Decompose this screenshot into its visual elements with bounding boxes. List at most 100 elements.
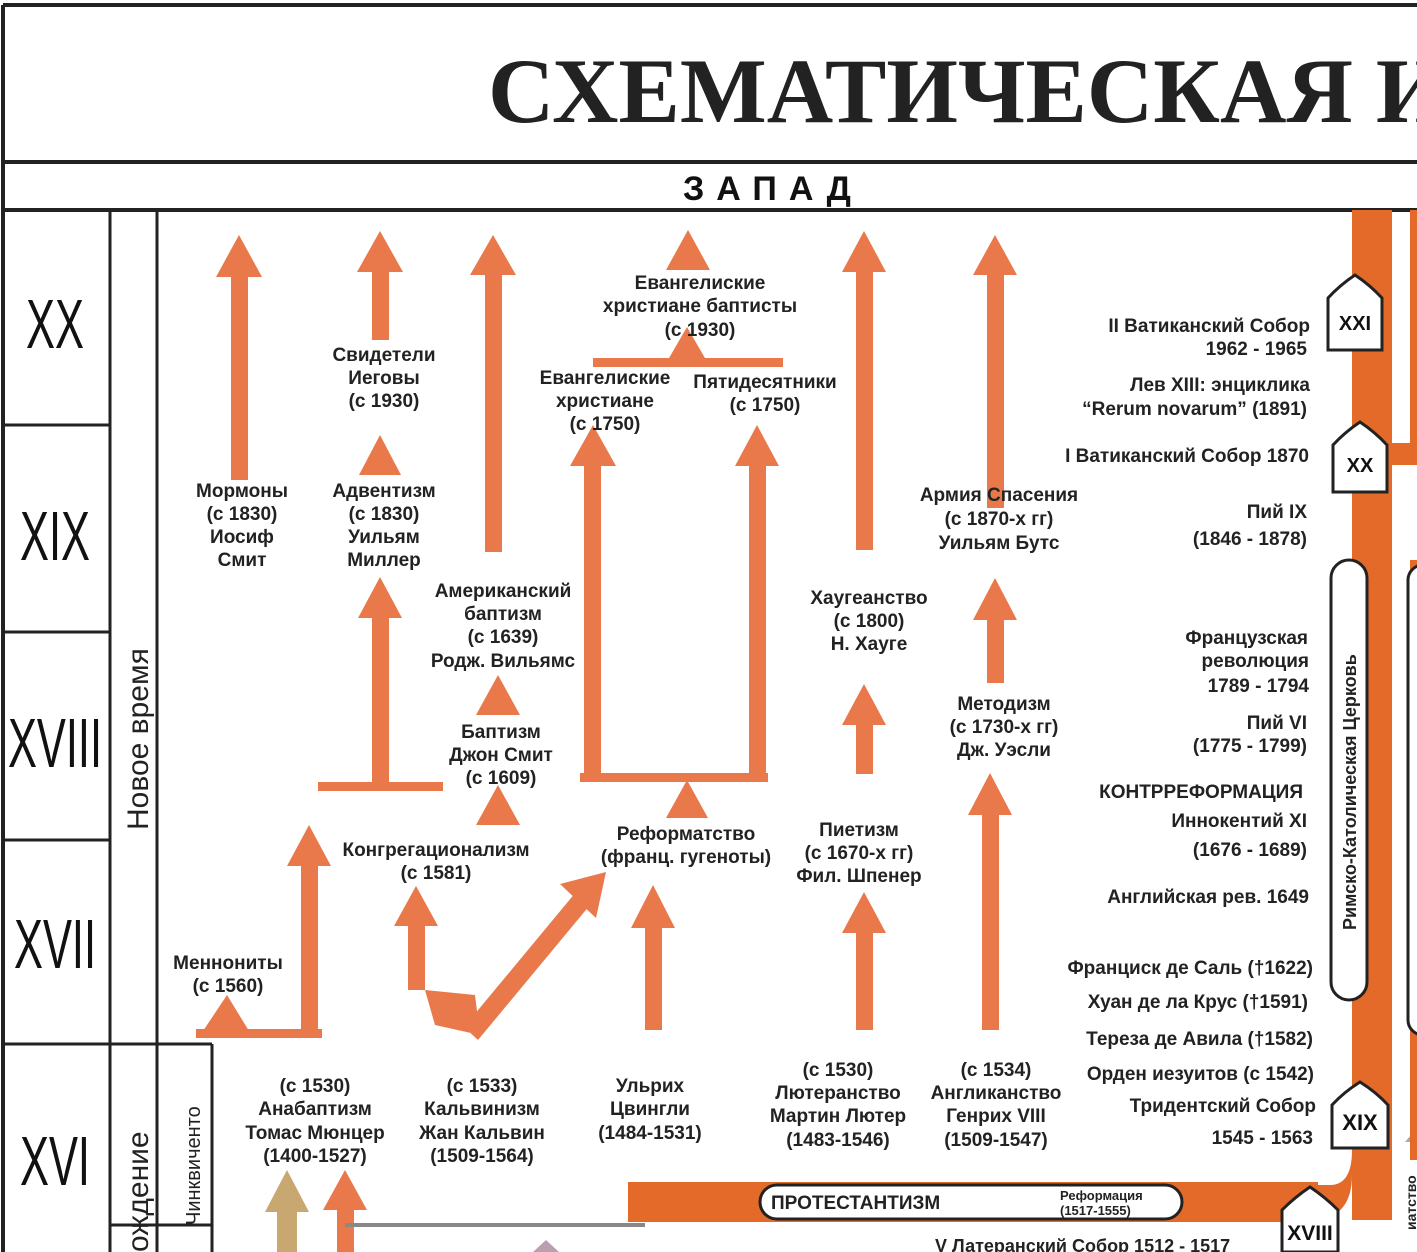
century-labels: XX XIX XVIII XVII XVI — [8, 285, 102, 1200]
bottom-arrows — [265, 1128, 1417, 1252]
label-pietism: Пиетизм (с 1670-х гг) Фил. Шпенер — [796, 820, 921, 887]
century-xviii: XVIII — [8, 704, 102, 782]
event-trent: Тридентский Собор — [1130, 1096, 1316, 1117]
event-jesuits: Орден иезуитов (с 1542) — [1087, 1064, 1314, 1085]
svg-text:Американский: Американский — [435, 581, 572, 602]
svg-text:(1483-1546): (1483-1546) — [786, 1130, 890, 1151]
svg-text:Джон Смит: Джон Смит — [449, 745, 553, 766]
svg-text:Уильям Бутс: Уильям Бутс — [939, 533, 1060, 554]
event-rerum-novarum: “Rerum novarum” (1891) — [1082, 399, 1307, 420]
label-methodism: Методизм (с 1730-х гг) Дж. Уэсли — [950, 694, 1059, 761]
svg-text:(1400-1527): (1400-1527) — [263, 1146, 367, 1167]
era-renaissance: ождение — [122, 1131, 155, 1252]
label-zwingli: Ульрих Цвингли (1484-1531) — [598, 1076, 702, 1144]
svg-text:Адвентизм: Адвентизм — [332, 481, 435, 502]
label-adventism: Адвентизм (с 1830) Уильям Миллер — [332, 481, 435, 571]
svg-text:Меннониты: Меннониты — [173, 953, 283, 974]
page-title: СХЕМАТИЧЕСКАЯ ИС — [488, 40, 1417, 142]
label-ev-baptists: Евангелиские христиане баптисты (с 1930) — [603, 273, 797, 341]
svg-text:(с 1581): (с 1581) — [401, 863, 472, 884]
badge-xxi: XXI — [1326, 273, 1384, 352]
svg-text:(с 1930): (с 1930) — [665, 320, 736, 341]
svg-text:Методизм: Методизм — [957, 694, 1050, 715]
svg-text:(с 1930): (с 1930) — [349, 391, 420, 412]
svg-text:(с 1800): (с 1800) — [834, 611, 905, 632]
label-american-baptism: Американский баптизм (с 1639) Родж. Виль… — [431, 581, 576, 672]
svg-text:(франц. гугеноты): (франц. гугеноты) — [601, 847, 771, 868]
svg-text:Фил. Шпенер: Фил. Шпенер — [796, 866, 921, 887]
svg-text:Пятидесятники: Пятидесятники — [693, 372, 836, 393]
reformation-dates: (1517-1555) — [1060, 1203, 1131, 1218]
svg-text:Мормоны: Мормоны — [196, 481, 288, 502]
svg-text:Конгрегационализм: Конгрегационализм — [342, 840, 529, 861]
label-anabaptism: (с 1530) Анабаптизм Томас Мюнцер (1400-1… — [245, 1076, 384, 1167]
reformation-label: Реформация — [1060, 1188, 1143, 1203]
event-pius-vi: Пий VI — [1247, 713, 1307, 734]
lineage-arrows — [196, 230, 1017, 1040]
label-pentecostals: Пятидесятники (с 1750) — [693, 372, 836, 416]
svg-text:Генрих VIII: Генрих VIII — [946, 1106, 1046, 1127]
svg-text:(с 1560): (с 1560) — [193, 976, 264, 997]
group-labels: Мормоны (с 1830) Иосиф Смит Свидетели Ие… — [173, 273, 1078, 1167]
century-column — [3, 210, 214, 1252]
event-french-rev-dates: 1789 - 1794 — [1208, 676, 1310, 697]
lateran-council: V Латеранский Собор 1512 - 1517 — [935, 1236, 1230, 1252]
svg-text:христиане баптисты: христиане баптисты — [603, 296, 797, 317]
event-vatican-i: I Ватиканский Собор 1870 — [1065, 446, 1309, 467]
right-pill — [1406, 564, 1417, 1036]
event-french-rev-2: революция — [1202, 651, 1309, 672]
event-vatican-ii: II Ватиканский Собор — [1108, 316, 1310, 337]
svg-text:Мартин Лютер: Мартин Лютер — [770, 1106, 906, 1127]
protestantism-label: ПРОТЕСТАНТИЗМ — [771, 1193, 940, 1214]
svg-text:Дж. Уэсли: Дж. Уэсли — [957, 740, 1051, 761]
label-mormons: Мормоны (с 1830) Иосиф Смит — [196, 481, 288, 571]
svg-text:Смит: Смит — [218, 550, 267, 571]
rcc-label: Римско-Католическая Церковь — [1340, 654, 1360, 930]
svg-text:Лютеранство: Лютеранство — [775, 1083, 901, 1104]
event-french-rev: Французская — [1185, 628, 1308, 649]
label-mennonites: Меннониты (с 1560) — [173, 953, 283, 997]
svg-text:(с 1870-х гг): (с 1870-х гг) — [945, 509, 1054, 530]
century-xix: XIX — [20, 497, 90, 575]
label-calvinism: (с 1533) Кальвинизм Жан Кальвин (1509-15… — [418, 1076, 545, 1167]
event-trent-dates: 1545 - 1563 — [1212, 1128, 1313, 1149]
label-reformed: Реформатство (франц. гугеноты) — [601, 824, 771, 868]
svg-text:Реформатство: Реформатство — [617, 824, 755, 845]
badge-xx: XX — [1331, 420, 1389, 494]
svg-text:Баптизм: Баптизм — [461, 722, 541, 743]
label-anglicanism: (с 1534) Англиканство Генрих VIII (1509-… — [931, 1060, 1062, 1151]
svg-text:Цвингли: Цвингли — [610, 1099, 690, 1120]
svg-text:Хаугеанство: Хаугеанство — [810, 588, 927, 609]
century-xx: XX — [26, 285, 84, 363]
svg-text:Кальвинизм: Кальвинизм — [424, 1099, 540, 1120]
svg-text:(с 1639): (с 1639) — [468, 627, 539, 648]
svg-text:Иосиф: Иосиф — [210, 527, 274, 548]
badge-xix: XIX — [1330, 1080, 1390, 1150]
rcc-pill — [1329, 558, 1369, 1002]
svg-text:Анабаптизм: Анабаптизм — [258, 1099, 372, 1120]
event-innocent-xi: Иннокентий XI — [1171, 811, 1307, 832]
svg-text:(с 1830): (с 1830) — [207, 504, 278, 525]
label-lutheranism: (с 1530) Лютеранство Мартин Лютер (1483-… — [770, 1060, 906, 1151]
svg-text:XIX: XIX — [1342, 1110, 1378, 1135]
svg-text:(с 1750): (с 1750) — [570, 414, 641, 435]
svg-text:(с 1830): (с 1830) — [349, 504, 420, 525]
event-counter-reformation: КОНТРРЕФОРМАЦИЯ — [1099, 782, 1303, 803]
era-cinquecento: Чинквиченто — [183, 1106, 205, 1225]
event-english-rev: Английская рев. 1649 — [1107, 887, 1309, 908]
century-xvii: XVII — [14, 905, 96, 983]
event-pius-vi-dates: (1775 - 1799) — [1193, 736, 1307, 757]
event-francis-de-sales: Франциск де Саль (†1622) — [1067, 958, 1313, 979]
event-leo-xiii: Лев XIII: энциклика — [1130, 375, 1310, 396]
event-teresa-avila: Тереза де Авила (†1582) — [1086, 1029, 1313, 1050]
svg-text:Евангелиские: Евангелиские — [540, 368, 671, 389]
svg-text:(с 1750): (с 1750) — [730, 395, 801, 416]
protestantism-pill — [758, 1183, 1184, 1221]
label-ev-christians: Евангелиские христиане (с 1750) — [540, 368, 671, 435]
label-jehovah: Свидетели Иеговы (с 1930) — [332, 345, 435, 412]
event-pius-ix-dates: (1846 - 1878) — [1193, 529, 1307, 550]
svg-text:(с 1530): (с 1530) — [280, 1076, 351, 1097]
svg-text:баптизм: баптизм — [464, 604, 542, 625]
svg-text:Армия Спасения: Армия Спасения — [920, 485, 1078, 506]
